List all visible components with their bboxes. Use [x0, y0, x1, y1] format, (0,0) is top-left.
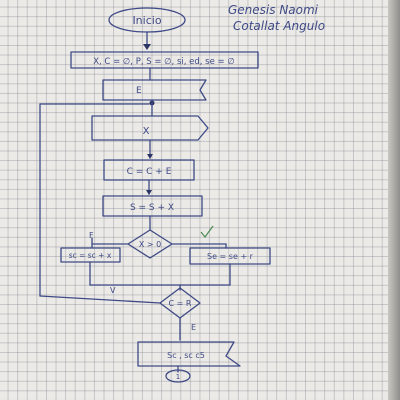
- start-label: Inicio: [132, 14, 161, 27]
- decision-diamond: [127, 229, 173, 259]
- read-input-shape: [91, 115, 209, 141]
- decision-label: X > 0: [139, 240, 161, 249]
- arrowhead-5: [146, 190, 152, 195]
- left-process-label: sc = sc + x: [69, 251, 112, 260]
- false-branch-label: F: [89, 231, 94, 240]
- paper-edge-shadow: [388, 0, 400, 400]
- return-line-bottom: [39, 295, 161, 304]
- output-shape: [137, 341, 241, 367]
- sum-label: S = S + X: [130, 203, 174, 213]
- end-check-label: C = R: [169, 299, 192, 308]
- arrowhead-1: [143, 44, 151, 50]
- arrowhead-4: [147, 154, 153, 159]
- init-label: X, C = ∅, P, S = ∅, si, ed, se = ∅: [93, 57, 235, 67]
- exit-label: E: [191, 323, 196, 332]
- sum-process: [102, 195, 203, 217]
- read-input-label: X: [143, 126, 150, 137]
- loop-marker-label: E: [136, 86, 142, 96]
- author-name-line1: Genesis Naomi: [228, 3, 319, 17]
- count-label: C = C + E: [127, 167, 172, 177]
- return-label: V: [110, 286, 116, 295]
- end-connector: [165, 369, 191, 383]
- init-process: [70, 51, 259, 69]
- loop-marker-shape: [102, 79, 207, 101]
- check-mark-icon: [200, 225, 214, 238]
- right-process-label: Se = se + r: [207, 252, 254, 261]
- output-label: Sc , sc c5: [167, 351, 205, 360]
- author-name-line2: Cotallat Angulo: [233, 19, 325, 33]
- end-connector-label: 1: [176, 373, 180, 381]
